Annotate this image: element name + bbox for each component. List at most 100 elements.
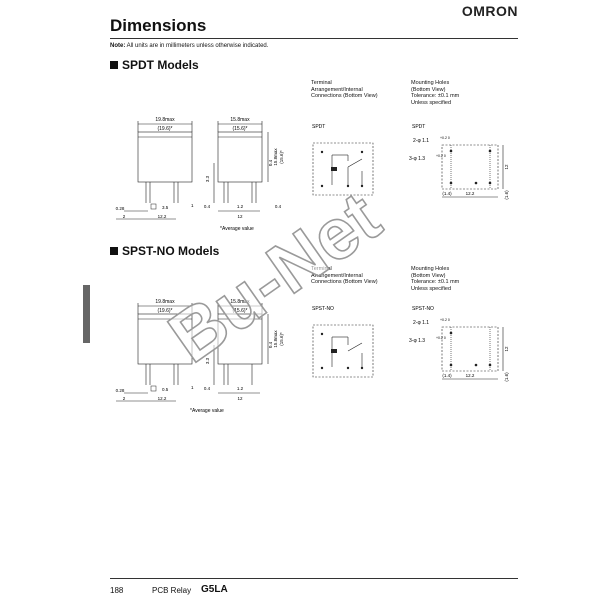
spst-m-dim-122: 12.2 bbox=[466, 373, 475, 378]
spst-pin-icon bbox=[320, 332, 324, 336]
terminal-label-line: Connections (Bottom View) bbox=[311, 279, 378, 285]
spdt-hole2-tol: +0.2 0 bbox=[436, 154, 446, 158]
spst-dim-04b: 0.4 bbox=[204, 386, 211, 391]
spst-mounting-label: Mounting Holes (Bottom View) Tolerance: … bbox=[411, 266, 459, 292]
spdt-average-note: *Average value bbox=[220, 226, 254, 232]
spdt-pin-icon bbox=[346, 184, 350, 188]
spdt-dim-2: 2 bbox=[123, 214, 126, 219]
spdt-coil-icon bbox=[331, 167, 337, 171]
terminal-label-line: Arrangement/Internal bbox=[311, 272, 363, 279]
spdt-side-view bbox=[213, 121, 269, 212]
mounting-label-line: (Bottom View) bbox=[411, 272, 446, 279]
spdt-drawings: 19.8max (19.6)* 0.28 3.5 2 12.2 1 15.8ma… bbox=[116, 117, 509, 232]
spdt-pin-icon bbox=[360, 184, 364, 188]
spdt-dim-04b: 0.4 bbox=[204, 204, 211, 209]
spst-pin-icon bbox=[320, 366, 324, 370]
spst-coil-icon bbox=[331, 349, 337, 353]
mounting-label-line: (Bottom View) bbox=[411, 86, 446, 93]
spst-depth-avg: (15.6)* bbox=[232, 308, 247, 314]
spst-height-avg: (15.6)* bbox=[279, 332, 284, 346]
footer-product: PCB Relay bbox=[152, 586, 192, 595]
spst-section-label: SPST-NO Models bbox=[122, 244, 220, 258]
mounting-label-line: Unless specified bbox=[411, 99, 452, 106]
spst-m-dim-14: (1.4) bbox=[442, 373, 452, 378]
spdt-height-avg: (15.6)* bbox=[279, 150, 284, 164]
spst-hole2-tol: +0.2 0 bbox=[436, 336, 446, 340]
spst-dim-33: 3.3 bbox=[205, 357, 210, 364]
spdt-dim-12b: 12 bbox=[237, 214, 243, 219]
spdt-mounting-label: Mounting Holes (Bottom View) Tolerance: … bbox=[411, 80, 459, 106]
spst-dim-2: 2 bbox=[123, 396, 126, 401]
hole-icon bbox=[449, 331, 453, 335]
hole-icon bbox=[449, 181, 453, 185]
spst-pin-icon bbox=[360, 366, 364, 370]
spdt-square-pin-icon bbox=[150, 203, 157, 210]
section-square-icon bbox=[110, 247, 118, 255]
spdt-m-dim-14: (1.4) bbox=[442, 191, 452, 196]
spst-hole1-tol: +0.2 0 bbox=[440, 318, 450, 322]
side-tab bbox=[83, 285, 90, 343]
spst-m-dim-16: (1.6) bbox=[504, 372, 509, 382]
units-note: Note: All units are in millimeters unles… bbox=[110, 43, 268, 49]
spdt-dim-028: 0.28 bbox=[116, 206, 125, 211]
spst-dim-028: 0.28 bbox=[116, 388, 125, 393]
spst-dim-1: 1 bbox=[191, 385, 194, 390]
mounting-label-line: Tolerance: ±0.1 mm bbox=[411, 279, 460, 285]
hole-icon bbox=[488, 149, 492, 153]
hole-icon bbox=[488, 181, 492, 185]
spst-dim-05: 0.5 bbox=[162, 387, 169, 392]
mounting-label-line: Mounting Holes bbox=[411, 80, 450, 86]
mounting-label-line: Tolerance: ±0.1 mm bbox=[411, 93, 460, 99]
spdt-height-max: 15.8max bbox=[273, 148, 278, 166]
footer-model: G5LA bbox=[201, 584, 228, 595]
terminal-label-line: Connections (Bottom View) bbox=[311, 93, 378, 99]
spdt-pin-icon bbox=[320, 150, 324, 154]
spst-hole2: 3-φ 1.3 bbox=[409, 338, 425, 344]
spst-terminal-label: Terminal Arrangement/Internal Connection… bbox=[311, 266, 378, 286]
hole-icon bbox=[488, 363, 492, 367]
spst-width-max: 19.8max bbox=[155, 299, 175, 305]
terminal-label-line: Terminal bbox=[311, 80, 332, 86]
spst-section-title: SPST-NO Models bbox=[110, 244, 219, 258]
spdt-dim-04: 0.4 bbox=[268, 159, 273, 166]
spdt-m-dim-16: (1.6) bbox=[504, 190, 509, 200]
terminal-label-line: Terminal bbox=[311, 266, 332, 272]
hole-icon bbox=[449, 363, 453, 367]
spdt-pin-icon bbox=[360, 150, 364, 154]
spdt-m-dim-12: 12 bbox=[504, 164, 509, 170]
note-text: All units are in millimeters unless othe… bbox=[125, 43, 269, 49]
spst-hole1: 2-φ 1.1 bbox=[413, 320, 429, 326]
spst-dim-12b: 12 bbox=[237, 396, 243, 401]
spst-schematic-name: SPST-NO bbox=[312, 306, 334, 312]
spst-dim-122: 12.2 bbox=[158, 396, 167, 401]
hole-icon bbox=[474, 363, 478, 367]
spdt-front-view bbox=[116, 121, 193, 220]
spdt-dim-1: 1 bbox=[191, 203, 194, 208]
spdt-section-title: SPDT Models bbox=[110, 58, 199, 72]
spdt-dim-33: 3.3 bbox=[205, 175, 210, 182]
page-number: 188 bbox=[110, 586, 124, 595]
spst-side-view bbox=[213, 303, 269, 394]
mounting-label-line: Mounting Holes bbox=[411, 266, 450, 272]
spst-depth-max: 15.8max bbox=[230, 299, 250, 305]
spdt-dim-122: 12.2 bbox=[158, 214, 167, 219]
spdt-hole1-tol: +0.2 0 bbox=[440, 136, 450, 140]
spdt-width-max: 19.8max bbox=[155, 117, 175, 123]
spst-square-pin-icon bbox=[150, 385, 157, 392]
page-title: Dimensions bbox=[110, 16, 207, 35]
spdt-width-avg: (19.6)* bbox=[157, 126, 172, 132]
spdt-depth-avg: (15.6)* bbox=[232, 126, 247, 132]
note-label: Note: bbox=[110, 43, 126, 49]
spst-width-avg: (19.6)* bbox=[157, 308, 172, 314]
spdt-hole2: 3-φ 1.3 bbox=[409, 156, 425, 162]
spdt-mounting-drawing bbox=[441, 144, 504, 198]
spdt-mounting-name: SPDT bbox=[412, 124, 425, 130]
spdt-depth-max: 15.8max bbox=[230, 117, 250, 123]
spst-average-note: *Average value bbox=[190, 408, 224, 414]
terminal-label-line: Arrangement/Internal bbox=[311, 86, 363, 93]
spdt-schematic-name: SPDT bbox=[312, 124, 325, 130]
hole-icon bbox=[449, 149, 453, 153]
spdt-dim-04c: 0.4 bbox=[275, 204, 282, 209]
spst-mounting-name: SPST-NO bbox=[412, 306, 434, 312]
footer-rule bbox=[110, 578, 518, 579]
